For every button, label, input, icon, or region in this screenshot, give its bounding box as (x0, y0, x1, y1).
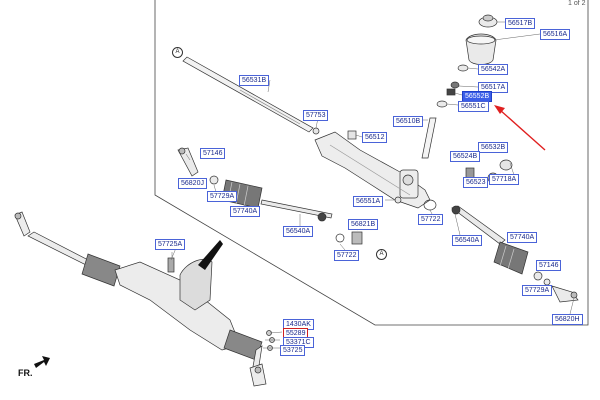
part-label-56517B[interactable]: 56517B (505, 18, 536, 29)
part-label-57740A-right[interactable]: 57740A (507, 232, 538, 243)
part-label-53725[interactable]: 53725 (280, 345, 306, 356)
leader-lines (170, 21, 575, 349)
gear-housing (314, 131, 431, 209)
part-label-56523[interactable]: 56523 (463, 177, 489, 188)
part-label-56821B[interactable]: 56821B (348, 219, 379, 230)
part-label-56540A-right[interactable]: 56540A (452, 235, 483, 246)
right-tie-rod-assembly (451, 205, 579, 303)
part-label-56531B[interactable]: 56531B (239, 75, 270, 86)
assembled-steering-gear (14, 211, 267, 387)
ref-marker-top: A (172, 47, 183, 58)
rack-bar (182, 56, 314, 133)
part-label-56510B[interactable]: 56510B (393, 116, 424, 127)
part-label-56532B[interactable]: 56532B (478, 142, 509, 153)
pointer-arrow (494, 105, 546, 151)
part-label-56517A[interactable]: 56517A (478, 82, 509, 93)
part-label-57146-left[interactable]: 57146 (200, 148, 226, 159)
part-label-57753[interactable]: 57753 (303, 110, 329, 121)
part-label-57729A-right[interactable]: 57729A (522, 285, 553, 296)
ref-marker-bottom: A (376, 249, 387, 260)
part-label-57725A[interactable]: 57725A (155, 239, 186, 250)
page-number: 1 of 2 (568, 0, 586, 7)
part-label-56542A[interactable]: 56542A (478, 64, 509, 75)
orientation-label: FR. (18, 368, 33, 378)
part-label-56551C[interactable]: 56551C (458, 101, 489, 112)
exploded-view-frame (154, 0, 589, 326)
part-label-56540A-left[interactable]: 56540A (283, 226, 314, 237)
part-label-56551A[interactable]: 56551A (353, 196, 384, 207)
part-label-57740A-left[interactable]: 57740A (230, 206, 261, 217)
part-label-57722-right[interactable]: 57722 (418, 214, 444, 225)
part-label-56512[interactable]: 56512 (362, 132, 388, 143)
part-label-56524B[interactable]: 56524B (450, 151, 481, 162)
part-label-57718A[interactable]: 57718A (489, 174, 520, 185)
part-label-56820H[interactable]: 56820H (552, 314, 583, 325)
gear-link-stripe (198, 240, 223, 270)
part-label-56820J[interactable]: 56820J (178, 178, 207, 189)
fastener-icons (266, 330, 275, 351)
part-label-56516A[interactable]: 56516A (540, 29, 571, 40)
top-boot-and-seal (421, 14, 498, 159)
part-label-57722-left[interactable]: 57722 (334, 250, 360, 261)
front-direction-arrow (34, 356, 50, 368)
part-label-57146-right[interactable]: 57146 (536, 260, 562, 271)
part-label-57729A-left[interactable]: 57729A (207, 191, 238, 202)
